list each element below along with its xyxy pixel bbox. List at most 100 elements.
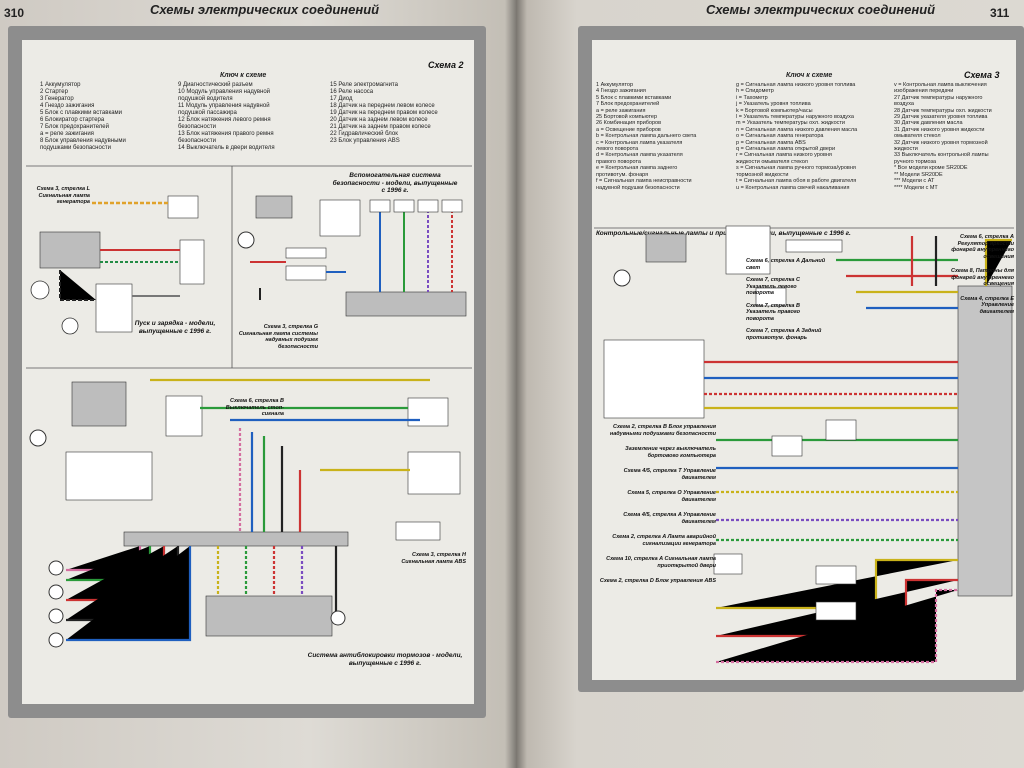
wire-label: Схема 2, стрелка A Лампа аварийной сигна… — [612, 534, 716, 547]
key-item: противотум. фонаря — [596, 171, 649, 178]
caption-airbag-system: Вспомогательная система безопасности - м… — [332, 172, 458, 194]
key-item: o = Сигнальная лампа генератора — [736, 133, 824, 140]
key-item: 25 Бортовой компьютер — [596, 114, 658, 121]
key-item: 31 Датчик низкого уровня жидкости — [894, 126, 985, 133]
left-wiring-diagram — [26, 165, 472, 648]
key-item: q = Сигнальная лампа открытой двери — [736, 146, 836, 153]
key-item: 4 Гнездо зажигания — [596, 88, 646, 95]
key-title: Ключ к схеме — [220, 72, 267, 79]
key-item: 6 Блокиратор стартера — [40, 117, 105, 123]
diagram-subtitle: Контрольные/сигнальные лампы и приборы -… — [596, 230, 851, 237]
key-item: 5 Блок с плавкими вставками — [596, 94, 672, 101]
label-scheme3-arrow-g: Схема 3, стрелка G Сигнальная лампа сист… — [238, 324, 318, 350]
caption-start-charge: Пуск и зарядка - модели, выпущенные с 19… — [134, 320, 216, 335]
wire-label: Схема 4/5, стрелка T Управление двигател… — [623, 468, 716, 481]
key-item: c = Контрольная лампа указателя — [596, 139, 683, 146]
key-item: 14 Выключатель в двери водителя — [178, 145, 275, 151]
label-scheme3-arrow-h: Схема 3, стрелка H Сигнальная лампа ABS — [401, 552, 466, 565]
key-item: u = Контрольная лампа свечей накаливания — [736, 184, 850, 191]
key-item: t = Сигнальная лампа обоя в работе двига… — [736, 178, 857, 185]
key-item: правого поворота — [596, 158, 641, 165]
key-item: безопасности — [178, 138, 216, 144]
key-item: подушкой водителя — [178, 96, 233, 102]
wire-label: Схема 10, стрелка A Сигнальная лампа при… — [606, 556, 716, 569]
key-item: а = реле зажигания — [596, 107, 646, 114]
key-item: 8 Блок управления надувными — [40, 138, 126, 144]
key-item: 29 Датчик указателя уровня топлива — [894, 114, 988, 121]
key-item: 2 Стартер — [40, 89, 68, 95]
page-number: 311 — [990, 6, 1010, 20]
key-item: 9 Диагностический разъем — [178, 82, 253, 88]
book-spine — [505, 0, 527, 768]
key-item: 26 Комбинация приборов — [596, 120, 662, 127]
key-item: i = Тахометр — [736, 94, 768, 101]
key-item: изображения передачи — [894, 88, 954, 95]
key-item: b = Контрольная лампа дальнего света — [596, 133, 697, 140]
key-item: тормозной жидкости — [736, 171, 789, 178]
page-header: Схемы электрических соединений — [150, 2, 380, 17]
key-item: 28 Датчик температуры охл. жидкости — [894, 107, 992, 114]
left-page: 310 Схемы электрических соединений Схема… — [0, 0, 516, 768]
key-item: 17 Диод — [330, 96, 353, 102]
key-item: жидкости — [894, 146, 918, 153]
label-scheme3-arrow-l: Схема 3, стрелка L Сигнальная лампа гене… — [36, 186, 90, 205]
key-item: 15 Реле электромагнита — [330, 82, 398, 88]
key-item: 7 Блок предохранителей — [40, 124, 109, 130]
key-item: 22 Гидравлический блок — [330, 131, 398, 137]
key-item: 3 Генератор — [40, 96, 74, 102]
key-item: v = Контрольная лампа выключения — [894, 82, 987, 88]
label-scheme6-arrow-b: Схема 6, стрелка B Выключатель стоп-сигн… — [225, 398, 284, 417]
key-item: 4 Гнездо зажигания — [40, 103, 95, 109]
page-number: 310 — [4, 6, 25, 20]
key-item: n = Сигнальная лампа низкого давления ма… — [736, 126, 858, 133]
key-item: 18 Датчик на переднем левом колесе — [330, 103, 435, 109]
wire-label: Схема 2, стрелка B Блок управления надув… — [609, 424, 716, 437]
key-item: r = Сигнальная лампа низкого уровня — [736, 152, 832, 159]
key-item: левого поворота — [596, 146, 639, 153]
key-item: 1 Аккумулятор — [596, 82, 634, 88]
key-item: а = реле зажигания — [40, 131, 94, 137]
key-item: жидкости омывателя стекол — [736, 158, 808, 165]
key-item: а = Освещение приборов — [596, 126, 661, 133]
key-item: s = Сигнальная лампа ручного тормоза/уро… — [736, 165, 856, 172]
key-item: 23 Блок управления ABS — [330, 138, 400, 144]
wire-label: Заземление через выключатель бортового к… — [625, 446, 716, 459]
key-item: 20 Датчик на заднем левом колесе — [330, 117, 428, 123]
key-item: 10 Модуль управления надувной — [178, 89, 271, 95]
key-item: 7 Блок предохранителей — [596, 101, 660, 108]
key-item: f = Сигнальная лампа неисправности — [596, 178, 692, 185]
key-item: d = Контрольная лампа указателя — [596, 152, 683, 159]
key-title: Ключ к схеме — [786, 72, 833, 79]
key-column: g = Сигнальная лампа низкого уровня топл… — [736, 82, 857, 191]
key-item: e = Контрольная лампа заднего — [596, 165, 678, 172]
key-item: 5 Блок с плавкими вставками — [40, 110, 123, 116]
key-item: p = Сигнальная лампа ABS — [736, 139, 806, 146]
key-item: g = Сигнальная лампа низкого уровня топл… — [736, 82, 856, 88]
scheme-title: Схема 3 — [964, 70, 1000, 80]
left-labels: Схема 2, стрелка B Блок управления надув… — [596, 424, 716, 594]
key-item: *** Модели с АТ — [894, 178, 935, 185]
key-item: **** Модели с МТ — [894, 184, 938, 191]
key-item: воздуха — [894, 101, 914, 108]
key-item: омывателя стекол — [894, 133, 941, 140]
wire-label: Схема 7, стрелка A Задний противотум. фо… — [746, 328, 822, 341]
right-wiring-diagram — [594, 225, 1014, 664]
key-item: 19 Датчик на переднем правом колесе — [330, 110, 438, 116]
key-item: 32 Датчик низкого уровня тормозной — [894, 139, 988, 146]
key-item: подушкой пассажира — [178, 110, 237, 116]
page-header: Схемы электрических соединений — [706, 2, 936, 17]
wire-label: Схема 7, стрелка B Указатель правого пов… — [746, 302, 801, 322]
wire-label: Схема 2, стрелка D Блок управления ABS — [599, 578, 716, 584]
key-item: h = Спидометр — [736, 88, 774, 95]
key-item: 21 Датчик на заднем правом колесе — [330, 124, 431, 130]
wire-label: Схема 6, стрелка A Регулятор яркости фон… — [951, 234, 1014, 260]
key-item: 12 Блок натяжения левого ремня — [178, 117, 271, 123]
key-item: 11 Модуль управления надувной — [178, 103, 270, 109]
key-item: 13 Блок натяжения правого ремня — [178, 131, 274, 137]
